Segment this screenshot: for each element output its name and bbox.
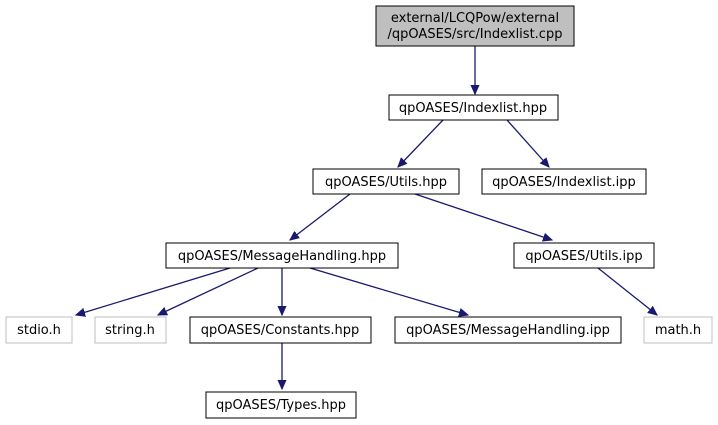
root-label-line2: /qpOASES/src/Indexlist.cpp	[388, 27, 563, 42]
node-string-h: string.h	[94, 316, 167, 344]
node-label: stdio.h	[17, 323, 61, 338]
node-types-hpp[interactable]: qpOASES/Types.hpp	[205, 391, 357, 419]
node-constants-hpp[interactable]: qpOASES/Constants.hpp	[189, 316, 372, 344]
node-label: qpOASES/Indexlist.hpp	[399, 101, 547, 116]
node-label: qpOASES/MessageHandling.ipp	[406, 323, 610, 338]
node-indexlist-hpp[interactable]: qpOASES/Indexlist.hpp	[388, 94, 559, 121]
node-label: qpOASES/Utils.ipp	[525, 249, 642, 264]
node-utils-ipp[interactable]: qpOASES/Utils.ipp	[513, 242, 655, 269]
node-label: math.h	[655, 323, 701, 338]
edge-messagehandling-hpp-to-stdio-h	[76, 267, 231, 315]
node-messagehandling-hpp[interactable]: qpOASES/MessageHandling.hpp	[165, 242, 399, 269]
edge-messagehandling-hpp-to-messagehandling-ipp	[309, 267, 468, 315]
edge-utils-hpp-to-utils-ipp	[414, 193, 552, 240]
edge-utils-ipp-to-math-h	[597, 267, 657, 315]
node-label: qpOASES/Constants.hpp	[201, 323, 360, 338]
node-label: qpOASES/Indexlist.ipp	[492, 175, 636, 190]
edge-indexlist-hpp-to-indexlist-ipp	[506, 119, 549, 167]
node-utils-hpp[interactable]: qpOASES/Utils.hpp	[312, 168, 460, 195]
node-math-h: math.h	[643, 316, 713, 344]
edge-messagehandling-hpp-to-string-h	[158, 267, 259, 316]
node-messagehandling-ipp[interactable]: qpOASES/MessageHandling.ipp	[394, 316, 622, 344]
edge-indexlist-hpp-to-utils-hpp	[398, 119, 444, 167]
node-label: string.h	[105, 323, 155, 338]
node-label: qpOASES/MessageHandling.hpp	[178, 249, 386, 264]
node-label: qpOASES/Types.hpp	[216, 398, 346, 413]
edge-utils-hpp-to-messagehandling-hpp	[290, 193, 351, 240]
node-stdio-h: stdio.h	[5, 316, 73, 344]
node-root-indexlist-cpp: external/LCQPow/external /qpOASES/src/In…	[375, 5, 575, 47]
root-label-line1: external/LCQPow/external	[391, 11, 559, 26]
node-label: qpOASES/Utils.hpp	[325, 175, 447, 190]
node-indexlist-ipp[interactable]: qpOASES/Indexlist.ipp	[481, 168, 647, 195]
